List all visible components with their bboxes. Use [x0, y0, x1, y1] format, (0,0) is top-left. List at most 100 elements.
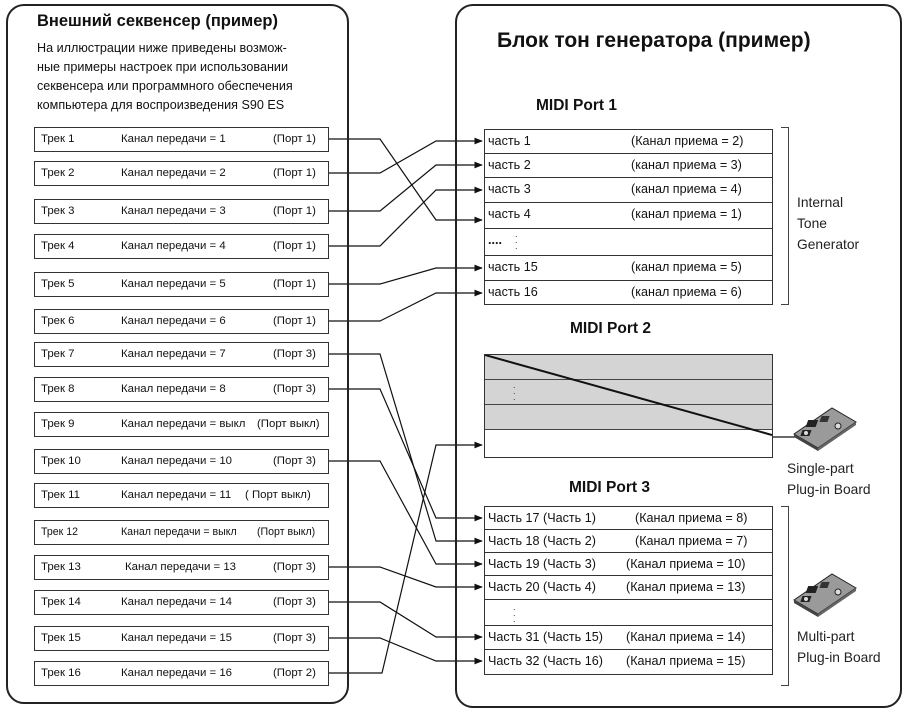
port1-part-row: часть 1 (Канал приема = 2)	[484, 129, 773, 154]
track-channel: Канал передачи = 1	[121, 133, 226, 145]
multi-part-board-label: Multi-part Plug-in Board	[797, 629, 881, 665]
part-receive: (канал приема = 6)	[631, 285, 742, 299]
port3-bracket	[781, 506, 789, 686]
part-name: часть 2	[488, 158, 531, 172]
track-port: (Порт выкл)	[257, 418, 320, 430]
track-name: Трек 4	[41, 240, 75, 252]
wire-track7	[329, 353, 483, 545]
track-port: (Порт 1)	[273, 205, 316, 217]
track-channel: Канал передачи = выкл	[121, 418, 246, 430]
port1-part-row: часть 15 (канал приема = 5)	[484, 255, 773, 281]
track-channel: Канал передачи = 5	[121, 278, 226, 290]
single-part-board-label: Single-part Plug-in Board	[787, 461, 871, 497]
track-port: (Порт 3)	[273, 348, 316, 360]
part-name: Часть 20 (Часть 4)	[488, 580, 596, 594]
track-channel: Канал передачи = выкл	[121, 526, 237, 538]
part-name: Часть 17 (Часть 1)	[488, 511, 596, 525]
multi-part-board-icon	[793, 573, 857, 617]
wire-track13	[329, 566, 483, 591]
track-port: (Порт 1)	[273, 240, 316, 252]
track-name: Трек 12	[41, 526, 79, 538]
port3-part-row: Часть 32 (Часть 16)(Канал приема = 15)	[484, 649, 773, 675]
port1-bracket	[781, 127, 789, 305]
part-name: Часть 18 (Часть 2)	[488, 534, 596, 548]
track-name: Трек 2	[41, 167, 75, 179]
vertical-ellipsis-icon: ...	[513, 380, 516, 402]
track-port: (Порт 1)	[273, 315, 316, 327]
track-name: Трек 3	[41, 205, 75, 217]
wire-track14	[329, 601, 483, 641]
sequencer-panel	[6, 4, 349, 704]
midi-port2-title: MIDI Port 2	[570, 320, 651, 337]
track-channel: Канал передачи = 15	[121, 632, 233, 644]
tone-generator-panel	[455, 4, 902, 708]
part-receive: (Канал приема = 13)	[626, 580, 746, 594]
part-name: часть 1	[488, 134, 531, 148]
vertical-ellipsis-icon: ...	[513, 602, 516, 624]
part-name: Часть 19 (Часть 3)	[488, 557, 596, 571]
port1-part-row: .......	[484, 228, 773, 256]
part-receive: (Канал приема = 2)	[631, 134, 744, 148]
part-name: часть 4	[488, 207, 531, 221]
track-row: Трек 12 Канал передачи = выкл (Порт выкл)	[34, 520, 329, 545]
track-name: Трек 1	[41, 133, 75, 145]
part-receive: (Канал приема = 14)	[626, 630, 746, 644]
part-receive: (канал приема = 3)	[631, 158, 742, 172]
track-channel: Канал передачи = 16	[121, 667, 233, 679]
port1-part-row: часть 16(канал приема = 6)	[484, 280, 773, 305]
track-name: Трек 14	[41, 596, 81, 608]
track-port: (Порт 3)	[273, 632, 316, 644]
track-port: (Порт 3)	[273, 596, 316, 608]
midi-port1-title: MIDI Port 1	[536, 97, 617, 114]
port1-part-row: часть 4 (канал приема = 1)	[484, 202, 773, 229]
track-port: (Порт 1)	[273, 167, 316, 179]
track-row: Трек 6 Канал передачи = 6 (Порт 1)	[34, 309, 329, 334]
track-name: Трек 6	[41, 315, 75, 327]
track-port: (Порт 3)	[273, 383, 316, 395]
part-receive: (Канал приема = 8)	[635, 511, 748, 525]
part-name: Часть 31 (Часть 15)	[488, 630, 603, 644]
part-receive: (Канал приема = 7)	[635, 534, 748, 548]
track-port: (Порт 3)	[273, 561, 316, 573]
port1-part-row: часть 3(канал приема = 4)	[484, 177, 773, 203]
port3-part-row: Часть 20 (Часть 4) (Канал приема = 13)	[484, 575, 773, 600]
wire-track1	[329, 138, 483, 224]
track-row: Трек 3 Канал передачи = 3 (Порт 1)	[34, 199, 329, 224]
track-channel: Канал передачи = 14	[121, 596, 233, 608]
track-port: (Порт 2)	[273, 667, 316, 679]
wire-track2	[329, 137, 483, 174]
internal-tone-generator-label: Internal Tone Generator	[797, 195, 860, 252]
track-name: Трек 10	[41, 455, 81, 467]
port3-part-row: Часть 17 (Часть 1) (Канал приема = 8)	[484, 506, 773, 530]
midi-port2-block: ...	[484, 354, 773, 458]
part-name: часть 15	[488, 260, 538, 274]
track-name: Трек 5	[41, 278, 75, 290]
track-name: Трек 7	[41, 348, 75, 360]
sequencer-description-line: компьютера для воспроизведения S90 ES	[37, 98, 285, 112]
part-receive: (канал приема = 1)	[631, 207, 742, 221]
part-name: часть 3	[488, 182, 531, 196]
part-receive: (канал приема = 5)	[631, 260, 742, 274]
track-channel: Канал передачи = 8	[121, 383, 226, 395]
sequencer-description-line: секвенсера или программного обеспечения	[37, 79, 293, 93]
track-channel: Канал передачи = 13	[125, 561, 237, 573]
track-channel: Канал передачи = 11	[121, 489, 232, 501]
sequencer-title: Внешний секвенсер (пример)	[37, 12, 278, 30]
track-channel: Канал передачи = 6	[121, 315, 226, 327]
track-port: (Порт выкл)	[257, 526, 316, 538]
port1-part-row: часть 2 (канал приема = 3)	[484, 153, 773, 178]
track-channel: Канал передачи = 3	[121, 205, 226, 217]
part-receive: (Канал приема = 15)	[626, 654, 746, 668]
wire-track5	[329, 264, 483, 285]
wire-track15	[329, 637, 483, 665]
